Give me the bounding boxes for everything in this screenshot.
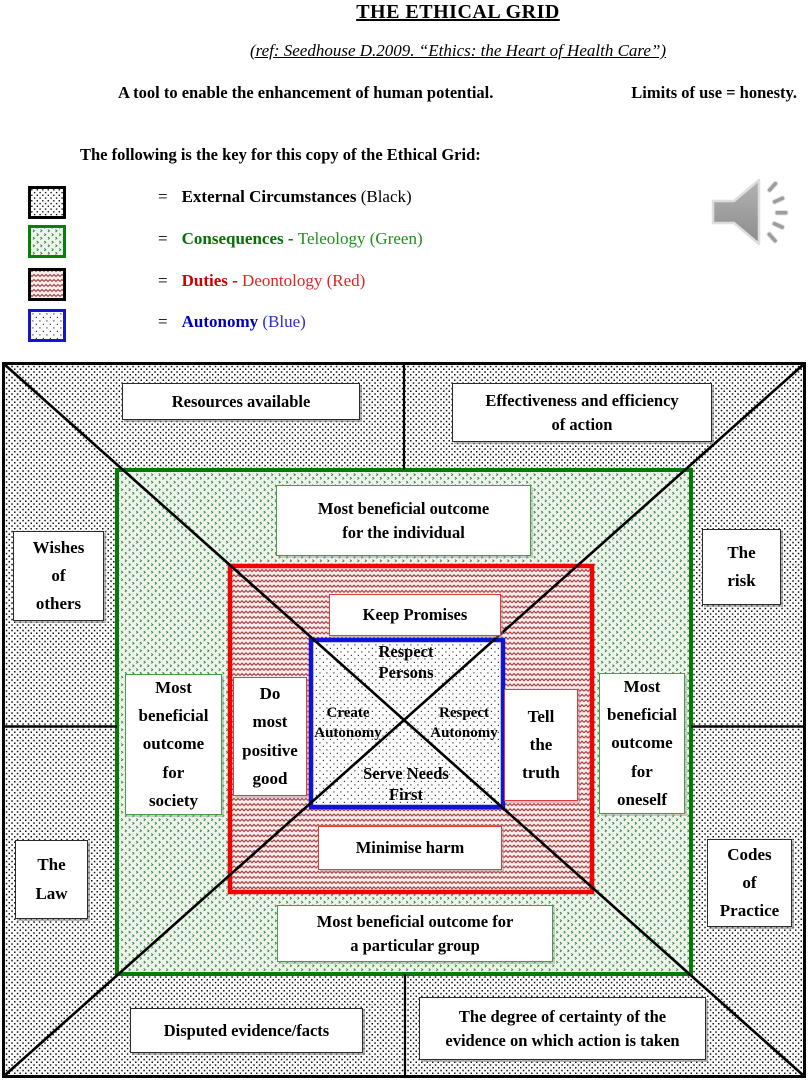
tagline-left: A tool to enable the enhancement of huma… xyxy=(118,83,494,102)
label-codes-of-practice: Codes of Practice xyxy=(707,839,792,927)
label-the-law: The Law xyxy=(15,840,88,919)
label-create-autonomy: Create Autonomy xyxy=(314,705,382,741)
equals-sign: = xyxy=(158,229,168,248)
key-swatch-consequences-icon xyxy=(28,225,66,258)
label-respect-autonomy: Respect Autonomy xyxy=(430,705,498,741)
label-resources-available: Resources available xyxy=(122,383,360,420)
page-title: THE ETHICAL GRID xyxy=(356,1,560,23)
label-outcome-individual: Most beneficial outcome for the individu… xyxy=(276,485,531,556)
label-outcome-oneself: Most beneficial outcome for oneself xyxy=(599,673,685,814)
diagonal-tr-bl xyxy=(3,363,805,1077)
label-effectiveness-efficiency: Effectiveness and efficiency of action xyxy=(452,383,712,442)
key-swatch-autonomy-icon xyxy=(28,309,66,342)
key-rest: (Black) xyxy=(356,187,412,206)
sound-waves xyxy=(766,180,789,244)
label-tell-the-truth: Tell the truth xyxy=(504,689,578,801)
equals-sign: = xyxy=(158,312,168,331)
key-row-autonomy: = Autonomy (Blue) xyxy=(158,312,306,332)
key-swatch-external-icon xyxy=(28,186,66,219)
key-term: External Circumstances xyxy=(181,187,357,206)
label-outcome-society: Most beneficial outcome for society xyxy=(125,674,222,815)
label-respect-persons: Respect Persons xyxy=(378,642,434,683)
key-rest: Deontology (Red) xyxy=(242,271,366,290)
speaker-body xyxy=(711,178,761,246)
equals-sign: = xyxy=(158,271,168,290)
label-serve-needs-first: Serve Needs First xyxy=(363,764,449,805)
key-rest: Teleology (Green) xyxy=(297,229,423,248)
reference-line: (ref: Seedhouse D.2009. “Ethics: the Hea… xyxy=(249,41,667,60)
label-disputed-evidence: Disputed evidence/facts xyxy=(130,1008,363,1053)
label-wishes-of-others: Wishes of others xyxy=(13,531,104,621)
key-term: Duties - xyxy=(181,271,243,290)
label-degree-of-certainty: The degree of certainty of the evidence … xyxy=(419,997,706,1060)
key-term: Consequences - xyxy=(181,229,298,248)
key-term: Autonomy xyxy=(181,312,259,331)
audio-speaker-icon[interactable] xyxy=(700,168,792,258)
key-rest: (Blue) xyxy=(258,312,306,331)
label-the-risk: The risk xyxy=(702,529,781,605)
label-outcome-group: Most beneficial outcome for a particular… xyxy=(277,905,553,962)
tagline-right: Limits of use = honesty. xyxy=(631,83,797,102)
tagline-row: A tool to enable the enhancement of huma… xyxy=(118,83,797,103)
equals-sign: = xyxy=(158,187,168,206)
key-row-duties: = Duties - Deontology (Red) xyxy=(158,271,365,291)
key-swatch-duties-icon xyxy=(28,268,66,301)
label-do-most-positive-good: Do most positive good xyxy=(233,677,307,796)
header: THE ETHICAL GRID (ref: Seedhouse D.2009.… xyxy=(108,0,808,61)
key-row-external: = External Circumstances (Black) xyxy=(158,187,412,207)
label-keep-promises: Keep Promises xyxy=(329,594,501,636)
key-heading: The following is the key for this copy o… xyxy=(80,145,481,164)
key-row-consequences: = Consequences - Teleology (Green) xyxy=(158,229,423,249)
label-minimise-harm: Minimise harm xyxy=(318,826,502,870)
ethical-grid-diagram xyxy=(2,362,806,1078)
